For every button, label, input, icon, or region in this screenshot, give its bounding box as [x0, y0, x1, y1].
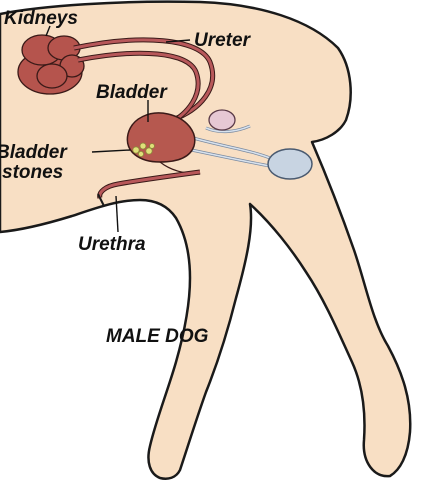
- caption-male-dog: MALE DOG: [106, 326, 209, 347]
- kidneys-organ: [17, 34, 85, 95]
- vas-deferens: [181, 124, 271, 168]
- bladder-stones: [132, 142, 155, 157]
- dog-body: [0, 0, 412, 480]
- bladder-organ: [126, 112, 196, 163]
- label-bladder: Bladder: [96, 82, 168, 103]
- leader-lines: [45, 25, 191, 233]
- label-ureter: Ureter: [194, 30, 252, 51]
- label-kidneys: Kidneys: [4, 8, 78, 29]
- testis: [267, 148, 313, 180]
- label-urethra: Urethra: [78, 234, 146, 255]
- prostate-gland: [208, 109, 236, 131]
- label-bladder-stones-line1: Bladder: [0, 142, 68, 163]
- ureters: [73, 37, 216, 127]
- urethra-tract: [97, 169, 201, 207]
- label-bladder-stones-line2: stones: [2, 162, 63, 183]
